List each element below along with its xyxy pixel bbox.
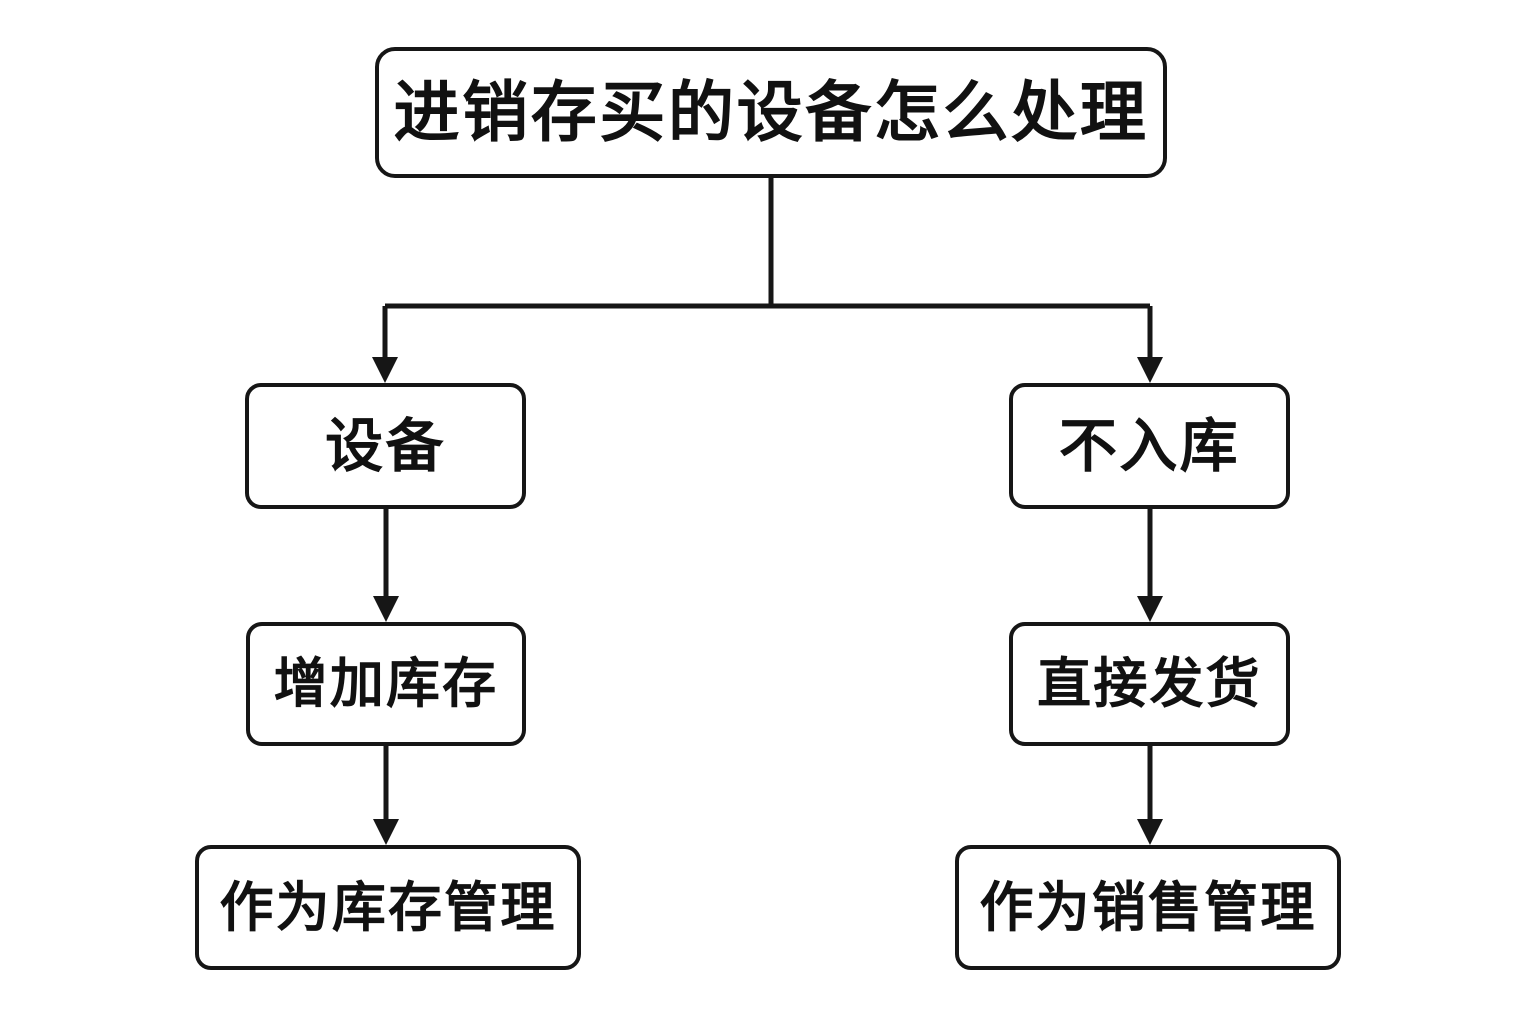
node-direct-shipment[interactable]: 直接发货 xyxy=(1009,622,1290,746)
node-increase-stock[interactable]: 增加库存 xyxy=(246,622,526,746)
node-label: 设备 xyxy=(325,412,446,480)
node-root-decision[interactable]: 进销存买的设备怎么处理 xyxy=(375,47,1167,178)
arrowhead-device-to-increase-stock xyxy=(373,596,399,622)
node-label: 作为库存管理 xyxy=(219,875,557,939)
arrowhead-no-warehousing-to-direct-shipment xyxy=(1137,596,1163,622)
node-label: 作为销售管理 xyxy=(979,875,1317,939)
node-label: 增加库存 xyxy=(273,652,499,715)
arrowhead-root-to-no-warehousing xyxy=(1137,357,1163,383)
node-device[interactable]: 设备 xyxy=(245,383,526,509)
node-manage-as-inventory[interactable]: 作为库存管理 xyxy=(195,845,581,970)
arrowhead-direct-shipment-to-manage-sales xyxy=(1137,819,1163,845)
node-label: 不入库 xyxy=(1059,412,1240,480)
node-label: 进销存买的设备怎么处理 xyxy=(393,73,1149,151)
node-label: 直接发货 xyxy=(1037,652,1262,715)
node-no-warehousing[interactable]: 不入库 xyxy=(1009,383,1290,509)
arrowhead-increase-stock-to-manage-inventory xyxy=(373,819,399,845)
arrowhead-root-to-device xyxy=(372,357,398,383)
node-manage-as-sales[interactable]: 作为销售管理 xyxy=(955,845,1341,970)
